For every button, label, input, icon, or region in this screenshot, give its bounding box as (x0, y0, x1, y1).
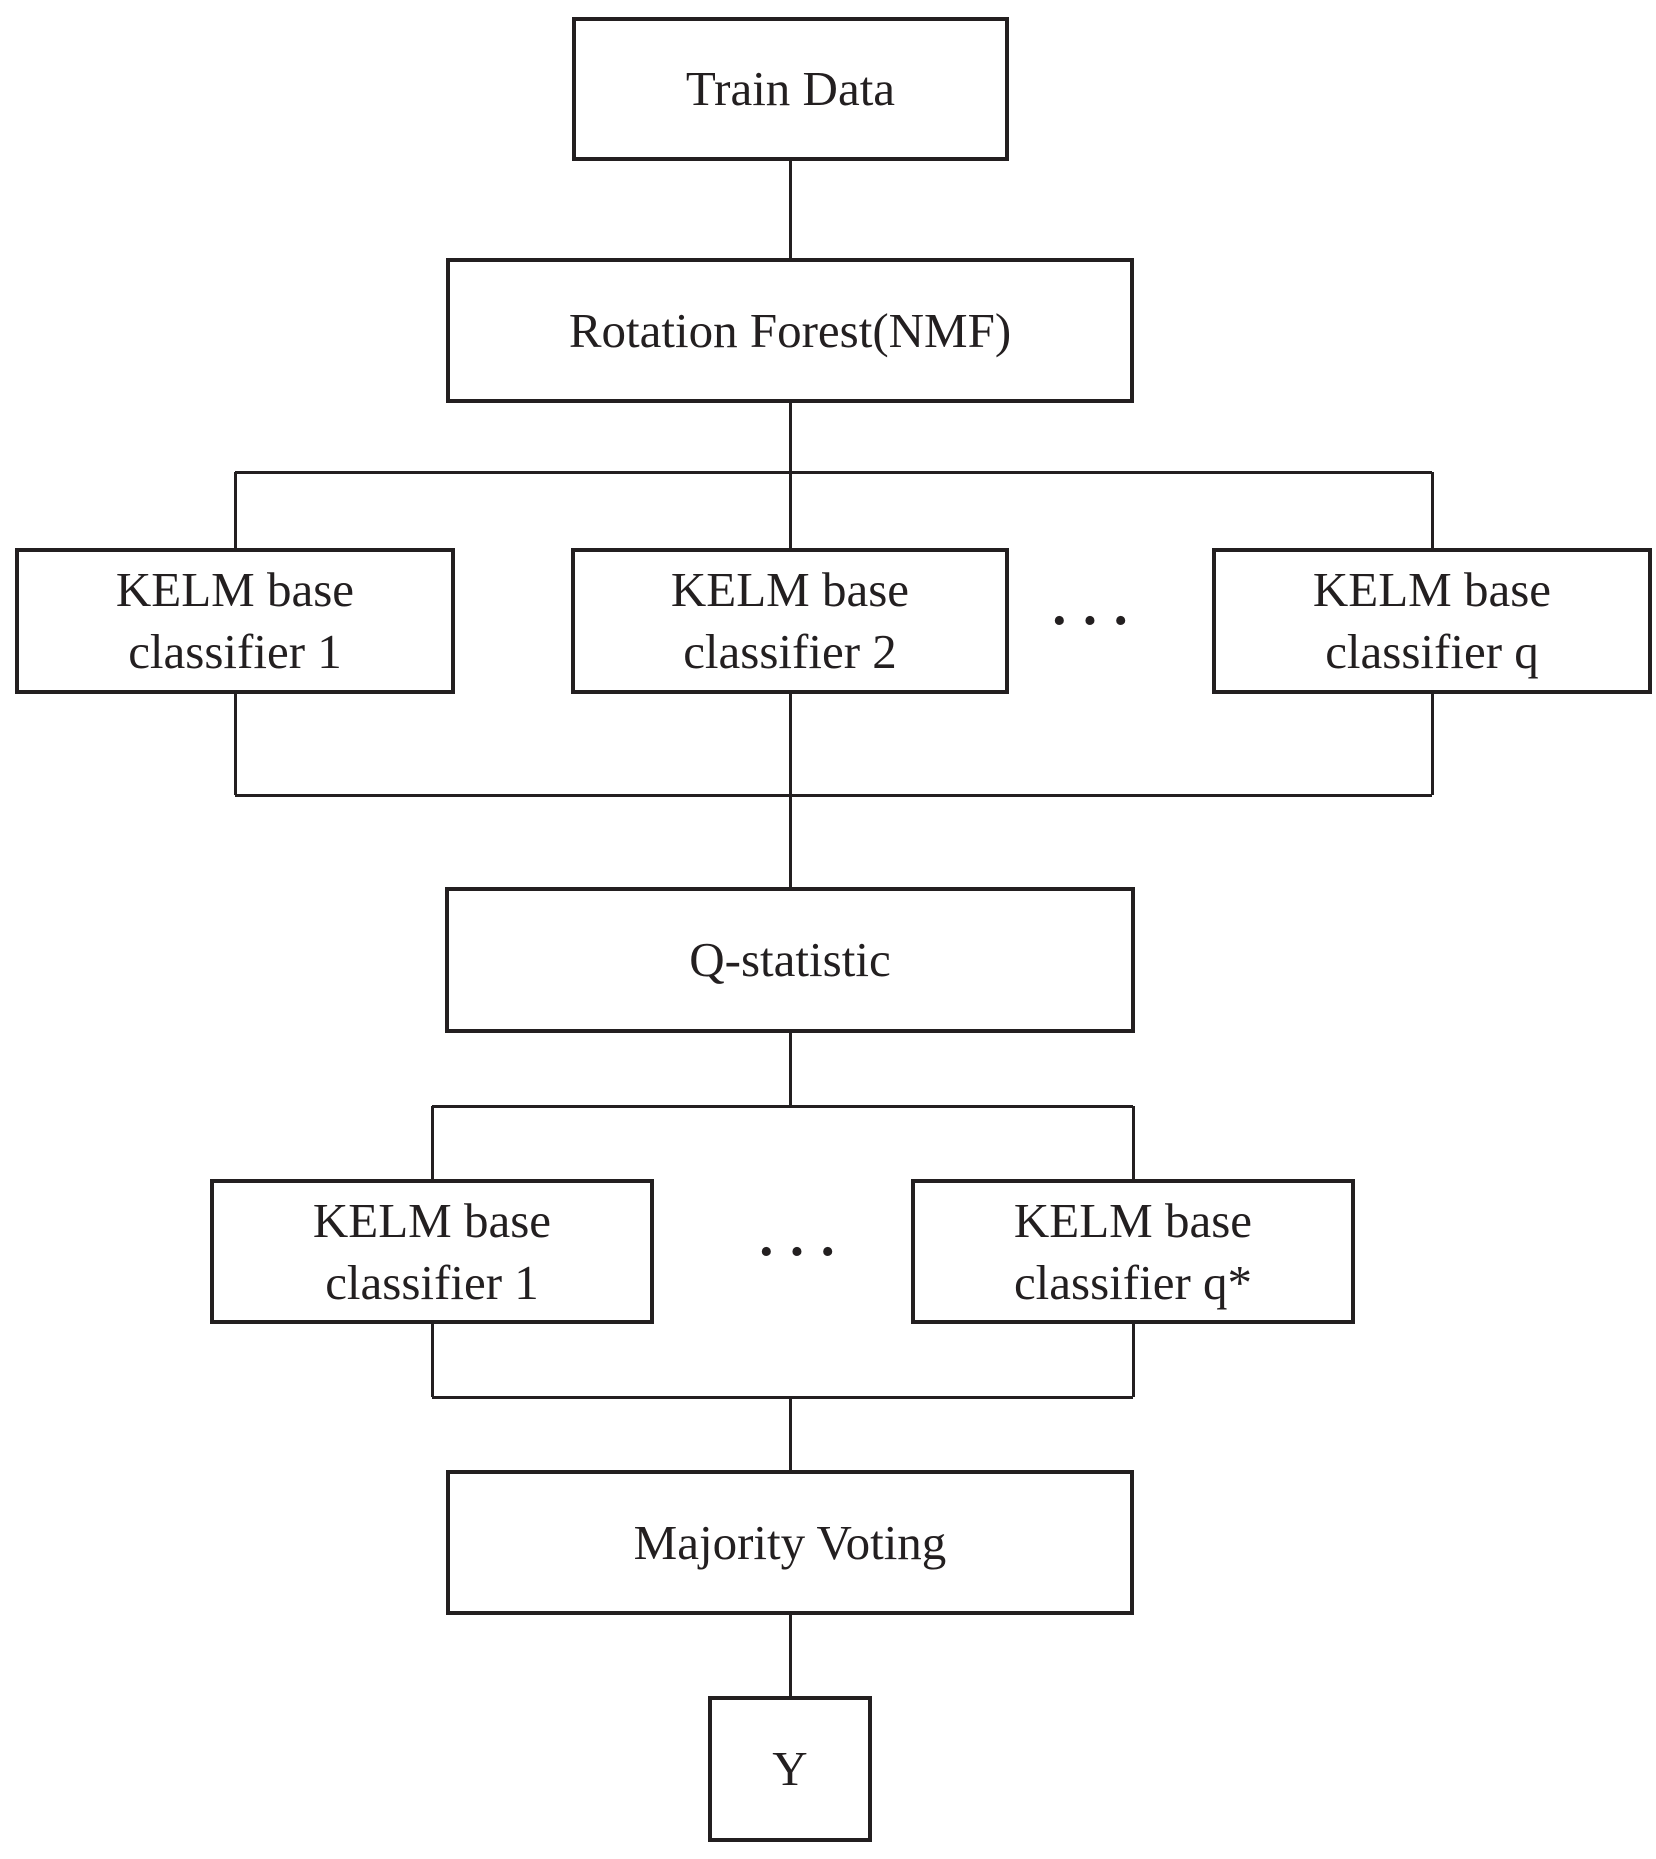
connector-kelmq-row2-to-bus4 (1132, 1324, 1135, 1397)
connector-bus2 (235, 794, 1432, 797)
connector-bus1 (235, 471, 1432, 474)
node-rotation-forest-label: Rotation Forest(NMF) (568, 302, 1012, 358)
connector-bus4 (432, 1396, 1133, 1399)
node-train-data: Train Data (572, 17, 1009, 161)
node-kelm-base-classifier-1-row1-label: KELM base classifier 1 (115, 562, 355, 679)
node-kelm-base-classifier-2-row1-label: KELM base classifier 2 (670, 562, 910, 679)
connector-bus1-to-kelm1-row1 (234, 472, 237, 548)
connector-kelm2-row1-to-qstatistic (789, 694, 792, 887)
node-rotation-forest: Rotation Forest(NMF) (446, 258, 1134, 403)
connector-bus1-to-kelm2-row1 (789, 472, 792, 548)
connector-bus1-to-kelmq-row1 (1431, 472, 1434, 548)
node-kelm-base-classifier-1-row1: KELM base classifier 1 (15, 548, 455, 694)
node-output-y: Y (708, 1696, 872, 1842)
node-kelm-base-classifier-1-row2: KELM base classifier 1 (210, 1179, 654, 1324)
connector-qstatistic-to-bus3 (789, 1033, 792, 1106)
node-kelm-base-classifier-q-row1: KELM base classifier q (1212, 548, 1652, 694)
connector-kelm1-row2-to-bus4 (431, 1324, 434, 1397)
connector-rotationforest-to-bus1 (789, 403, 792, 472)
connector-bus4-to-majorityvoting (789, 1397, 792, 1470)
connector-bus3 (432, 1105, 1133, 1108)
node-kelm-base-classifier-q-star-row2-label: KELM base classifier q* (1013, 1192, 1253, 1310)
node-majority-voting: Majority Voting (446, 1470, 1134, 1615)
ellipsis-row2: ··· (756, 1220, 850, 1283)
connector-bus3-to-kelmq-row2 (1132, 1106, 1135, 1179)
node-kelm-base-classifier-1-row2-label: KELM base classifier 1 (312, 1192, 552, 1310)
connector-kelm1-row1-to-bus2 (234, 694, 237, 795)
ellipsis-row1: ··· (1049, 590, 1143, 652)
connector-kelmq-row1-to-bus2 (1431, 694, 1434, 795)
node-q-statistic: Q-statistic (445, 887, 1135, 1033)
node-kelm-base-classifier-q-row1-label: KELM base classifier q (1312, 562, 1552, 679)
node-output-y-label: Y (772, 1741, 808, 1796)
connector-traindata-to-rotationforest (789, 161, 792, 258)
connector-bus3-to-kelm1-row2 (431, 1106, 434, 1179)
node-q-statistic-label: Q-statistic (689, 932, 891, 987)
connector-majorityvoting-to-y (789, 1615, 792, 1696)
node-kelm-base-classifier-2-row1: KELM base classifier 2 (571, 548, 1009, 694)
node-majority-voting-label: Majority Voting (633, 1514, 947, 1570)
node-kelm-base-classifier-q-star-row2: KELM base classifier q* (911, 1179, 1355, 1324)
node-train-data-label: Train Data (685, 61, 896, 116)
